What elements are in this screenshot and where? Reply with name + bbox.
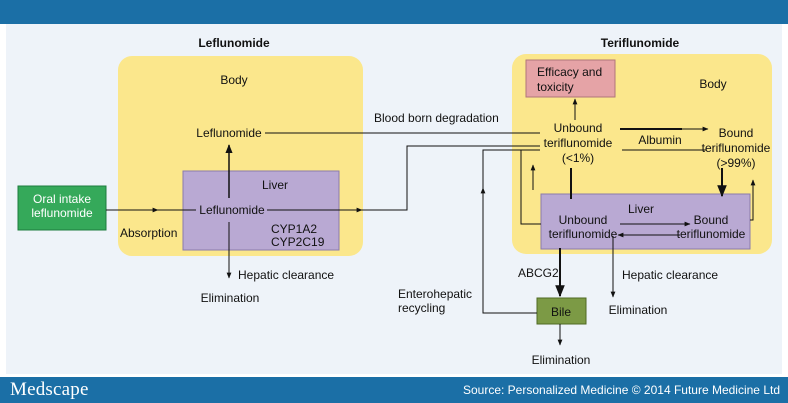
recycling-label: recycling — [398, 301, 445, 315]
abcg2-label: ABCG2 — [518, 266, 559, 280]
medscape-logo[interactable]: Medscape — [10, 379, 89, 400]
unbound-drug-label: teriflunomide — [544, 136, 613, 150]
unbound-percent-label: (<1%) — [562, 151, 594, 165]
absorption-label: Absorption — [120, 226, 177, 240]
oral-intake-drug-label: leflunomide — [31, 206, 93, 220]
enterohepatic-loop — [482, 149, 540, 314]
enterohepatic-label: Enterohepatic — [398, 287, 472, 301]
liver-bound-label: Bound — [694, 213, 729, 227]
left-elimination-label: Elimination — [201, 291, 260, 305]
footer-bar: Medscape Source: Personalized Medicine ©… — [0, 377, 788, 403]
bile-elimination-label: Elimination — [532, 353, 591, 367]
leflunomide-body-label: Leflunomide — [196, 126, 262, 140]
liver-unbound-label: Unbound — [559, 213, 608, 227]
efficacy-label: Efficacy and — [537, 65, 602, 79]
left-body-label: Body — [220, 73, 247, 87]
source-credit: Source: Personalized Medicine © 2014 Fut… — [462, 383, 780, 397]
unbound-label: Unbound — [554, 121, 603, 135]
left-liver-label: Liver — [262, 178, 288, 192]
header-bar — [0, 0, 788, 24]
bound-percent-label: (>99%) — [716, 156, 755, 170]
liver-bound-drug-label: teriflunomide — [677, 227, 746, 241]
efficacy-box — [525, 59, 616, 98]
leflunomide-title: Leflunomide — [198, 36, 270, 50]
bile-label: Bile — [551, 305, 571, 319]
leflunomide-liver-label: Leflunomide — [199, 203, 265, 217]
teriflunomide-title: Teriflunomide — [601, 36, 680, 50]
cyp2c19-label: CYP2C19 — [271, 235, 325, 249]
right-body-label: Body — [699, 77, 726, 91]
cyp1a2-label: CYP1A2 — [271, 222, 317, 236]
left-hepatic-label: Hepatic clearance — [238, 268, 334, 282]
toxicity-label: toxicity — [537, 80, 574, 94]
bile-box — [536, 297, 587, 325]
albumin-label: Albumin — [638, 133, 681, 147]
bound-drug-label: teriflunomide — [702, 141, 771, 155]
liver-bound-loop — [750, 179, 756, 221]
liver-unbound-drug-label: teriflunomide — [549, 227, 618, 241]
right-liver-box — [540, 193, 751, 250]
bound-label: Bound — [719, 126, 754, 140]
oral-intake-box — [17, 185, 107, 231]
right-liver-label: Liver — [628, 202, 654, 216]
right-elimination-label: Elimination — [609, 303, 668, 317]
oral-intake-label: Oral intake — [33, 192, 91, 206]
degradation-label: Blood born degradation — [374, 111, 499, 125]
right-hepatic-label: Hepatic clearance — [622, 268, 718, 282]
